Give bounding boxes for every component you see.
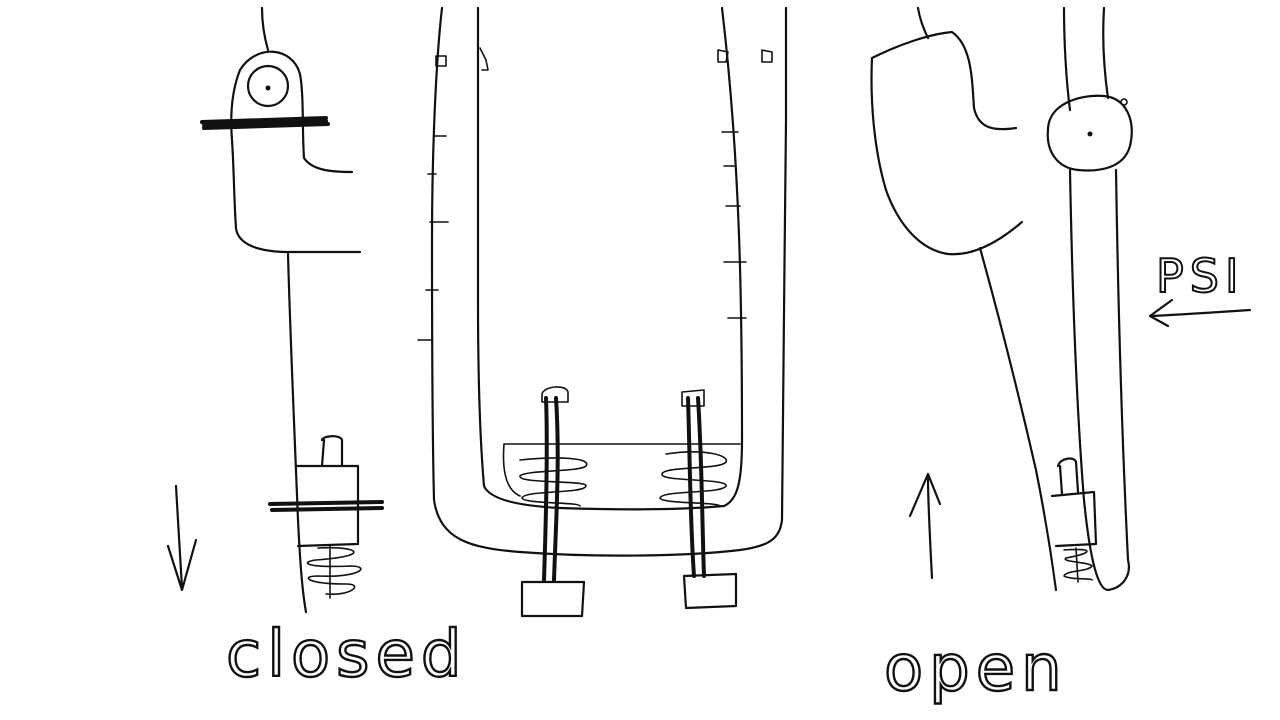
closed-pivot-dot <box>265 85 271 91</box>
open-pivot-dot <box>1087 131 1093 137</box>
open-housing <box>870 6 1024 256</box>
closed-bar-bottom <box>268 500 384 512</box>
open-vertical-tube <box>1062 6 1130 592</box>
open-label: open <box>884 632 1068 706</box>
right-rod-cap <box>681 389 705 407</box>
tube-ticks-left <box>417 135 449 341</box>
left-rod <box>542 396 560 582</box>
open-valve-assembly <box>870 6 1252 592</box>
right-rod-base <box>682 572 738 610</box>
tube-clip-right <box>717 49 773 63</box>
closed-top-stem <box>260 6 270 52</box>
tube-clip-left <box>435 47 489 71</box>
closed-lower-block <box>294 464 360 548</box>
closed-long-stem <box>286 252 308 614</box>
closed-pivot-circle <box>246 64 290 108</box>
closed-cap <box>320 435 344 468</box>
psi-arrow <box>1148 298 1252 328</box>
right-rod <box>686 396 706 578</box>
open-diagonal-stem <box>978 246 1058 592</box>
open-up-arrow <box>908 472 942 580</box>
open-pivot-mark <box>1120 98 1128 106</box>
closed-bar-top <box>200 116 330 130</box>
tube-ticks-right <box>721 131 747 319</box>
psi-label: PSI <box>1156 249 1245 303</box>
left-rod-cap <box>541 386 569 403</box>
tube-outer-wall <box>430 6 788 557</box>
open-pivot-disk <box>1046 94 1133 172</box>
open-spring <box>1063 547 1093 583</box>
tube-inner-wall <box>476 6 744 511</box>
closed-housing <box>230 50 362 254</box>
closed-valve-assembly <box>166 6 384 614</box>
closed-down-arrow <box>166 484 198 592</box>
right-spring <box>659 451 728 507</box>
u-tube-assembly <box>417 6 788 618</box>
open-cap <box>1056 457 1080 496</box>
left-spring <box>519 457 588 507</box>
open-lower-block <box>1050 490 1098 548</box>
left-rod-base <box>520 580 586 618</box>
closed-label: closed <box>226 618 467 692</box>
closed-spring <box>306 545 362 599</box>
